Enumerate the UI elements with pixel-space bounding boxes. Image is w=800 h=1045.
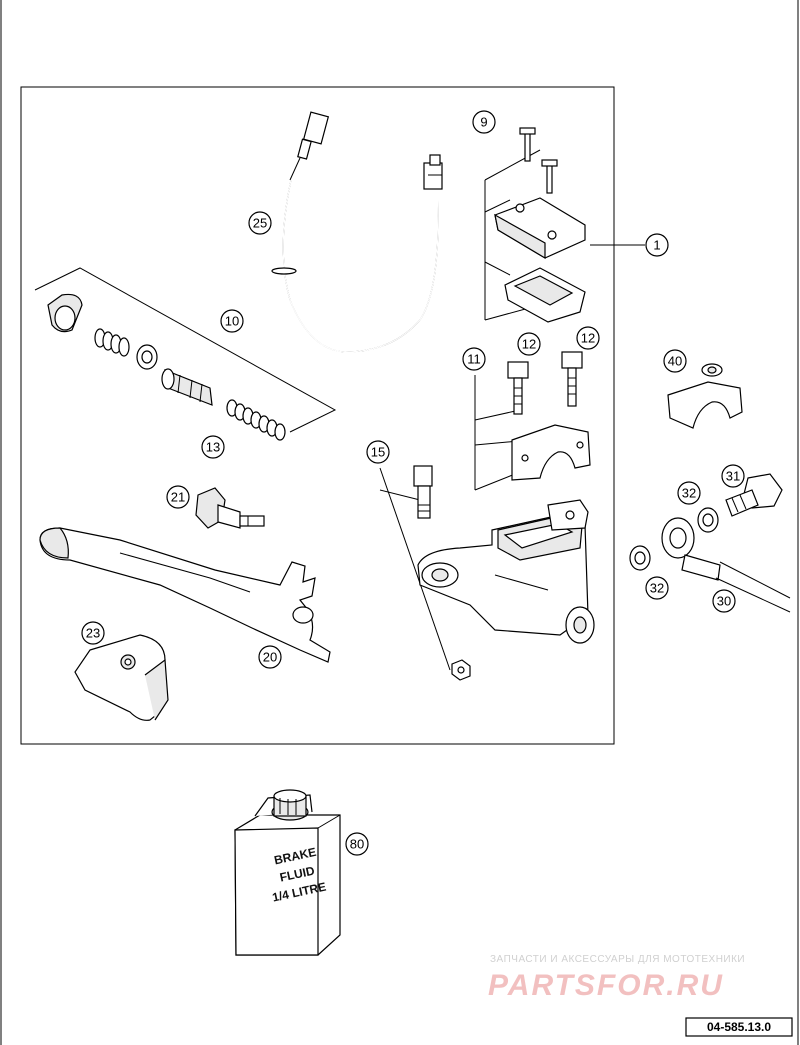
part-25-switch-cable bbox=[271, 111, 443, 353]
callout-circle bbox=[248, 211, 272, 235]
callout-circle bbox=[663, 349, 687, 373]
callout-label: 10 bbox=[225, 314, 239, 329]
part-31-banjo-bolt bbox=[725, 473, 783, 517]
part-40-handlebar-clamp bbox=[667, 363, 743, 429]
callout-circle bbox=[258, 645, 282, 669]
callout-label: 20 bbox=[263, 650, 277, 665]
callout-label: 9 bbox=[480, 115, 487, 130]
callout-label: 11 bbox=[467, 352, 481, 367]
callout-label: 25 bbox=[253, 216, 267, 231]
watermark-brand: PARTSFOR.RU bbox=[488, 969, 724, 1002]
callout-15: 15 bbox=[366, 440, 390, 464]
part-9-reservoir-cover bbox=[484, 127, 586, 323]
reference-number: 04-585.13.0 bbox=[707, 1020, 771, 1034]
callout-label: 13 bbox=[206, 440, 220, 455]
part-10-piston-kit bbox=[34, 267, 337, 441]
part-21-adjuster-screw bbox=[195, 487, 265, 529]
part-15-pivot-bolt bbox=[379, 465, 471, 681]
part-11-handlebar-clamp bbox=[474, 375, 591, 491]
part-23-lever-bracket bbox=[74, 634, 169, 721]
callout-circle bbox=[576, 326, 600, 350]
callout-label: 15 bbox=[371, 445, 385, 460]
callout-circle bbox=[462, 347, 486, 371]
master-cylinder-body bbox=[417, 499, 595, 644]
callout-12: 12 bbox=[517, 332, 541, 356]
callout-21: 21 bbox=[166, 485, 190, 509]
watermark-tagline: ЗАПЧАСТИ И АКСЕССУАРЫ ДЛЯ МОТОТЕХНИКИ bbox=[490, 954, 745, 965]
callout-label: 12 bbox=[581, 331, 595, 346]
callout-label: 23 bbox=[86, 626, 100, 641]
callout-circle bbox=[366, 440, 390, 464]
callout-circle bbox=[201, 435, 225, 459]
callout-40: 40 bbox=[663, 349, 687, 373]
part-32-washer-lower bbox=[629, 545, 651, 571]
callout-circle bbox=[645, 233, 669, 257]
callout-label: 31 bbox=[726, 469, 740, 484]
callout-label: 80 bbox=[350, 837, 364, 852]
callout-10: 10 bbox=[220, 309, 244, 333]
callout-circle bbox=[645, 576, 669, 600]
callout-12: 12 bbox=[576, 326, 600, 350]
callout-20: 20 bbox=[258, 645, 282, 669]
callout-label: 32 bbox=[682, 486, 696, 501]
callout-circle bbox=[677, 481, 701, 505]
callout-circle bbox=[472, 110, 496, 134]
watermark: ЗАПЧАСТИ И АКСЕССУАРЫ ДЛЯ МОТОТЕХНИКИ PA… bbox=[488, 954, 745, 1002]
part-20-hand-lever bbox=[39, 527, 331, 663]
callout-13: 13 bbox=[201, 435, 225, 459]
callout-layer: 1 9 10 11 12 12 13 15 20 21 23 25 30 31 32 32 40 80 bbox=[81, 110, 745, 856]
callout-31: 31 bbox=[721, 464, 745, 488]
callout-23: 23 bbox=[81, 621, 105, 645]
callout-32: 32 bbox=[645, 576, 669, 600]
callout-25: 25 bbox=[248, 211, 272, 235]
callout-circle bbox=[81, 621, 105, 645]
part-30-brake-line bbox=[661, 517, 791, 613]
part-80-brake-fluid-bottle: BRAKE FLUID 1/4 LITRE bbox=[234, 789, 341, 956]
callout-label: 32 bbox=[650, 581, 664, 596]
callout-circle bbox=[166, 485, 190, 509]
callout-circle bbox=[220, 309, 244, 333]
callout-80: 80 bbox=[345, 832, 369, 856]
callout-label: 40 bbox=[668, 354, 682, 369]
callout-circle bbox=[517, 332, 541, 356]
callout-label: 30 bbox=[717, 594, 731, 609]
callout-label: 12 bbox=[522, 337, 536, 352]
callout-1: 1 bbox=[645, 233, 669, 257]
callout-label: 1 bbox=[653, 238, 660, 253]
callout-label: 21 bbox=[171, 490, 185, 505]
callout-9: 9 bbox=[472, 110, 496, 134]
part-12-clamp-bolt-b bbox=[561, 351, 583, 407]
part-12-clamp-bolt-a bbox=[507, 361, 529, 415]
assembly-group-frame bbox=[20, 86, 615, 745]
callout-11: 11 bbox=[462, 347, 486, 371]
callout-circle bbox=[721, 464, 745, 488]
callout-30: 30 bbox=[712, 589, 736, 613]
callout-circle bbox=[712, 589, 736, 613]
callout-circle bbox=[345, 832, 369, 856]
part-32-washer-upper bbox=[697, 507, 719, 533]
callout-32: 32 bbox=[677, 481, 701, 505]
reference-number-box: 04-585.13.0 bbox=[685, 1017, 793, 1037]
